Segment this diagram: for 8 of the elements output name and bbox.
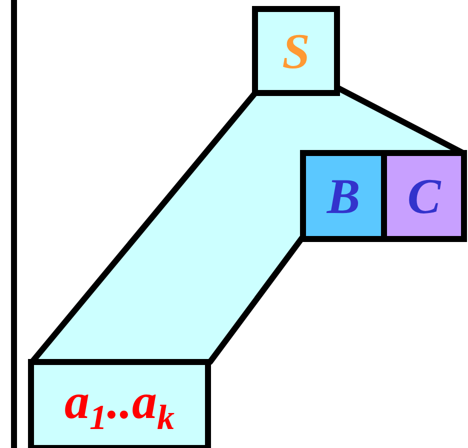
symbol-box — [28, 359, 211, 448]
symbol-box — [387, 150, 467, 242]
symbol-box — [252, 6, 340, 96]
symbol-label: B — [326, 171, 360, 221]
symbol-label: a$_{1}$..a$_{k}$ — [64, 376, 174, 434]
symbol-label: C — [407, 171, 441, 221]
symbol-label: S — [282, 26, 310, 76]
symbol-box — [300, 150, 387, 242]
